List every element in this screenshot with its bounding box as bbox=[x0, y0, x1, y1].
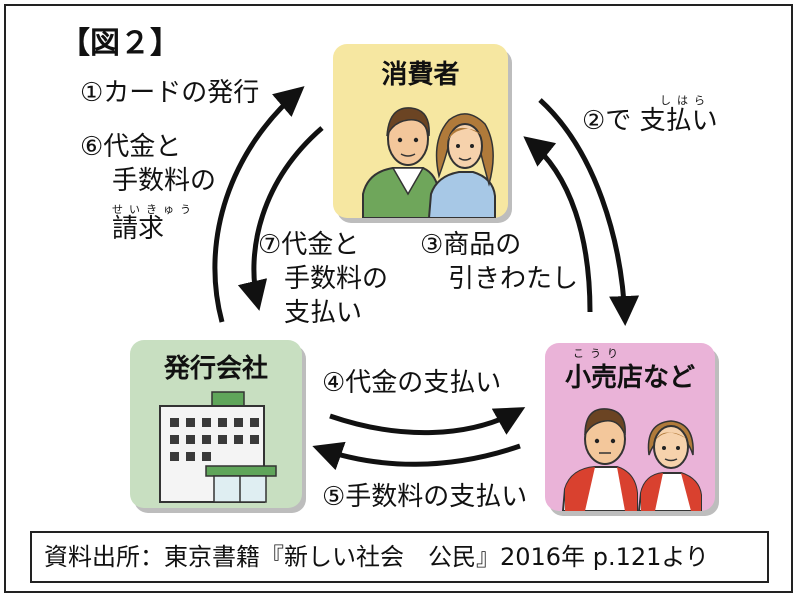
flow-6-line-3: 請求 bbox=[112, 214, 165, 244]
arrow-retailer-to-consumer bbox=[523, 136, 593, 313]
arrow-retailer-to-issuer bbox=[312, 441, 521, 471]
building-illustration bbox=[159, 391, 277, 503]
flow-6-line-2: 手数料の bbox=[112, 166, 217, 196]
consumer-label: 消費者 bbox=[381, 60, 460, 90]
arrow-consumer-to-retailer bbox=[538, 98, 640, 326]
arrow-consumer-to-issuer bbox=[237, 126, 324, 311]
issuer-label: 発行会社 bbox=[163, 354, 268, 384]
flow-1-label: ①カードの発行 bbox=[80, 78, 260, 108]
retailer-label: 小売店など bbox=[564, 363, 695, 393]
flow-7-line-2: 手数料の bbox=[284, 264, 389, 294]
clerks-illustration bbox=[561, 408, 702, 511]
flow-2-label: ②で 支払い bbox=[582, 106, 718, 136]
source-credit: 資料出所：東京書籍『新しい社会 公民』2016年 p.121より bbox=[30, 531, 769, 583]
arrow-issuer-to-retailer bbox=[329, 407, 526, 436]
flow-7-line-3: 支払い bbox=[284, 298, 363, 328]
flow-4-label: ④代金の支払い bbox=[322, 368, 502, 398]
flow-6-ruby: せいきゅう bbox=[112, 203, 197, 216]
flow-7-line-1: ⑦代金と bbox=[258, 230, 360, 260]
flow-6-line-1: ⑥代金と bbox=[80, 132, 182, 162]
arrow-issuer-to-consumer bbox=[212, 86, 305, 323]
figure-frame bbox=[4, 4, 793, 593]
flow-3-line-1: ③商品の bbox=[420, 230, 522, 260]
figure-title: 【図２】 bbox=[60, 26, 180, 61]
flow-5-label: ⑤手数料の支払い bbox=[322, 482, 528, 512]
issuer-box: 発行会社 bbox=[130, 340, 302, 508]
consumer-people-illustration bbox=[362, 107, 496, 218]
retailer-box: こうり 小売店など bbox=[545, 343, 715, 511]
consumer-box: 消費者 bbox=[333, 44, 508, 218]
flow-3-line-2: 引きわたし bbox=[448, 264, 579, 294]
flow-2-ruby: しはら bbox=[660, 94, 711, 107]
retailer-ruby: こうり bbox=[573, 347, 624, 360]
